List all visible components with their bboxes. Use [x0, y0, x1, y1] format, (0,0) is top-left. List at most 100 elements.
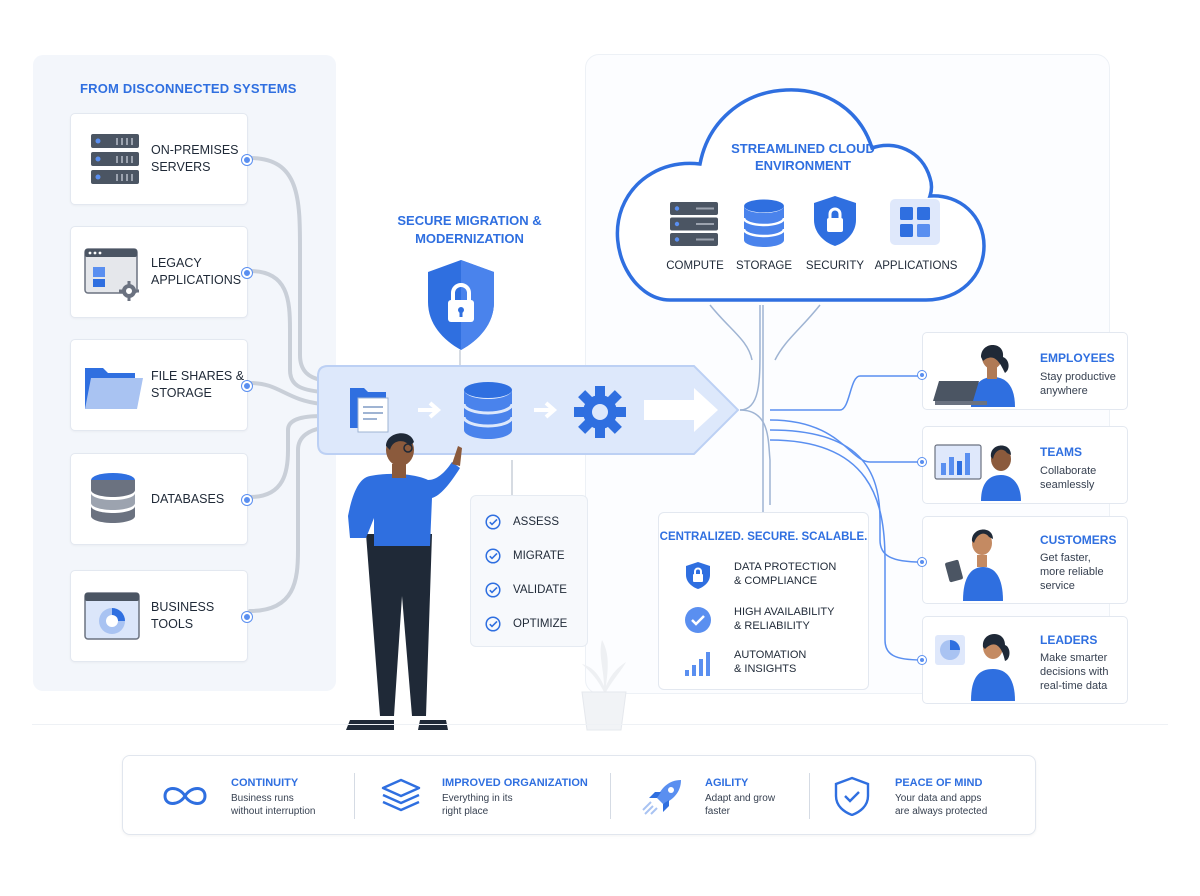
benefit-desc-line: right place: [442, 806, 489, 817]
audience-desc-line: Make smarter: [1040, 652, 1108, 664]
benefit-desc-line: without interruption: [231, 806, 316, 817]
central-item-automation: AUTOMATION & INSIGHTS: [683, 645, 863, 679]
audience-name: EMPLOYEES: [1040, 351, 1115, 365]
legacy-app-window-icon: [84, 248, 139, 301]
benefit-agility: AGILITY Adapt and grow faster: [611, 756, 809, 836]
audience-name: LEADERS: [1040, 633, 1098, 647]
source-card-business-tools[interactable]: BUSINESS TOOLS: [70, 570, 252, 662]
connector-dot: [918, 558, 926, 566]
audience-desc-line: decisions with: [1040, 666, 1109, 678]
benefit-desc-line: faster: [705, 806, 731, 817]
person-illustration: [346, 433, 462, 730]
audience-desc-line: Stay productive: [1040, 371, 1116, 383]
shield-lock-icon: [428, 260, 494, 350]
benefit-separator: [809, 773, 810, 819]
benefit-desc-line: are always protected: [895, 806, 988, 817]
step-label: VALIDATE: [513, 584, 567, 596]
folder-icon: [85, 368, 143, 409]
step-optimize: OPTIMIZE: [485, 614, 567, 634]
migration-title: SECURE MIGRATION & MODERNIZATION: [397, 213, 542, 246]
source-card-file-shares[interactable]: FILE SHARES & STORAGE: [70, 339, 252, 431]
server-rack-icon: [670, 202, 718, 246]
cloud-environment: [615, 88, 986, 302]
central-item-line1: AUTOMATION: [734, 649, 807, 661]
connector-dot: [918, 458, 926, 466]
central-item-line2: & RELIABILITY: [734, 620, 810, 632]
benefit-title: PEACE OF MIND: [895, 777, 983, 789]
panel-title-disconnected: FROM DISCONNECTED SYSTEMS: [80, 81, 297, 96]
audience-desc-line: real-time data: [1040, 680, 1108, 692]
dashboard-chart-icon: [84, 592, 140, 640]
central-item-line2: & COMPLIANCE: [734, 575, 818, 587]
shield-lock-icon: [686, 562, 710, 589]
connector-dot: [918, 371, 926, 379]
audience-desc: Make smarter decisions with real-time data: [1040, 651, 1126, 693]
divider: [32, 724, 1168, 725]
connector-dot: [918, 656, 926, 664]
benefit-desc-line: Adapt and grow: [705, 793, 776, 804]
document-folder-icon: [350, 388, 389, 433]
benefit-title: AGILITY: [705, 777, 749, 789]
layers-icon: [381, 778, 421, 812]
audience-name: TEAMS: [1040, 445, 1082, 459]
step-validate: VALIDATE: [485, 580, 567, 600]
cloud-label-security: SECURITY: [805, 260, 865, 272]
cloud-label-compute: COMPUTE: [666, 260, 724, 272]
audience-desc-line: seamlessly: [1040, 479, 1095, 491]
source-card-servers[interactable]: ON-PREMISES SERVERS: [70, 113, 252, 205]
connector-dot: [242, 495, 252, 505]
benefit-title: IMPROVED ORGANIZATION: [442, 777, 588, 789]
central-item-line2: & INSIGHTS: [734, 663, 797, 675]
source-label: LEGACY APPLICATIONS: [151, 256, 242, 287]
migration-steps-card: ASSESS MIGRATE VALIDATE OPTIMIZE: [470, 495, 588, 647]
plant-illustration: [581, 640, 627, 731]
database-icon: [462, 382, 514, 439]
step-label: OPTIMIZE: [513, 618, 568, 630]
audience-desc-line: service: [1040, 580, 1075, 592]
source-label: DATABASES: [151, 491, 225, 506]
benefit-peace-of-mind: PEACE OF MIND Your data and apps are alwa…: [810, 756, 1036, 836]
connector-dot: [242, 612, 252, 622]
check-circle-icon: [485, 616, 501, 632]
gear-icon: [574, 386, 626, 438]
audience-card-leaders[interactable]: LEADERS Make smarter decisions with real-t…: [922, 616, 1128, 704]
check-badge-icon: [685, 607, 711, 633]
benefit-desc: Business runs without interruption: [231, 792, 316, 818]
database-icon: [742, 199, 786, 247]
central-item-data-protection: DATA PROTECTION& COMPLIANCE: [683, 557, 863, 591]
leader-illustration: [935, 633, 1015, 701]
shield-check-icon: [834, 776, 870, 816]
benefit-desc-line: Your data and apps: [895, 793, 982, 804]
centralized-benefits-card: CENTRALIZED. SECURE. SCALABLE. DATA PROT…: [658, 512, 869, 690]
source-card-databases[interactable]: DATABASES: [70, 453, 252, 545]
employee-laptop-illustration: [933, 345, 1015, 407]
step-migrate: MIGRATE: [485, 546, 565, 566]
rocket-icon: [642, 780, 681, 815]
customer-tablet-illustration: [945, 529, 1003, 601]
audience-desc-line: more reliable: [1040, 566, 1104, 578]
source-label: BUSINESS TOOLS: [151, 600, 215, 631]
benefit-desc-line: Business runs: [231, 793, 294, 804]
step-assess: ASSESS: [485, 512, 559, 532]
connector-dot: [242, 268, 252, 278]
migration-pipeline: [317, 365, 740, 455]
source-label: ON-PREMISES SERVERS: [151, 143, 239, 174]
central-title: CENTRALIZED. SECURE. SCALABLE.: [659, 531, 868, 543]
cloud-title: STREAMLINED CLOUD ENVIRONMENT: [731, 141, 875, 173]
source-card-legacy-apps[interactable]: LEGACY APPLICATIONS: [70, 226, 252, 318]
bar-chart-icon: [685, 652, 710, 676]
app-grid-icon: [890, 199, 940, 245]
central-item-availability: HIGH AVAILABILITY& RELIABILITY: [683, 602, 863, 636]
cloud-label-storage: STORAGE: [735, 260, 793, 272]
audience-name: CUSTOMERS: [1040, 533, 1117, 547]
check-circle-icon: [485, 514, 501, 530]
benefit-desc: Adapt and grow faster: [705, 792, 775, 818]
